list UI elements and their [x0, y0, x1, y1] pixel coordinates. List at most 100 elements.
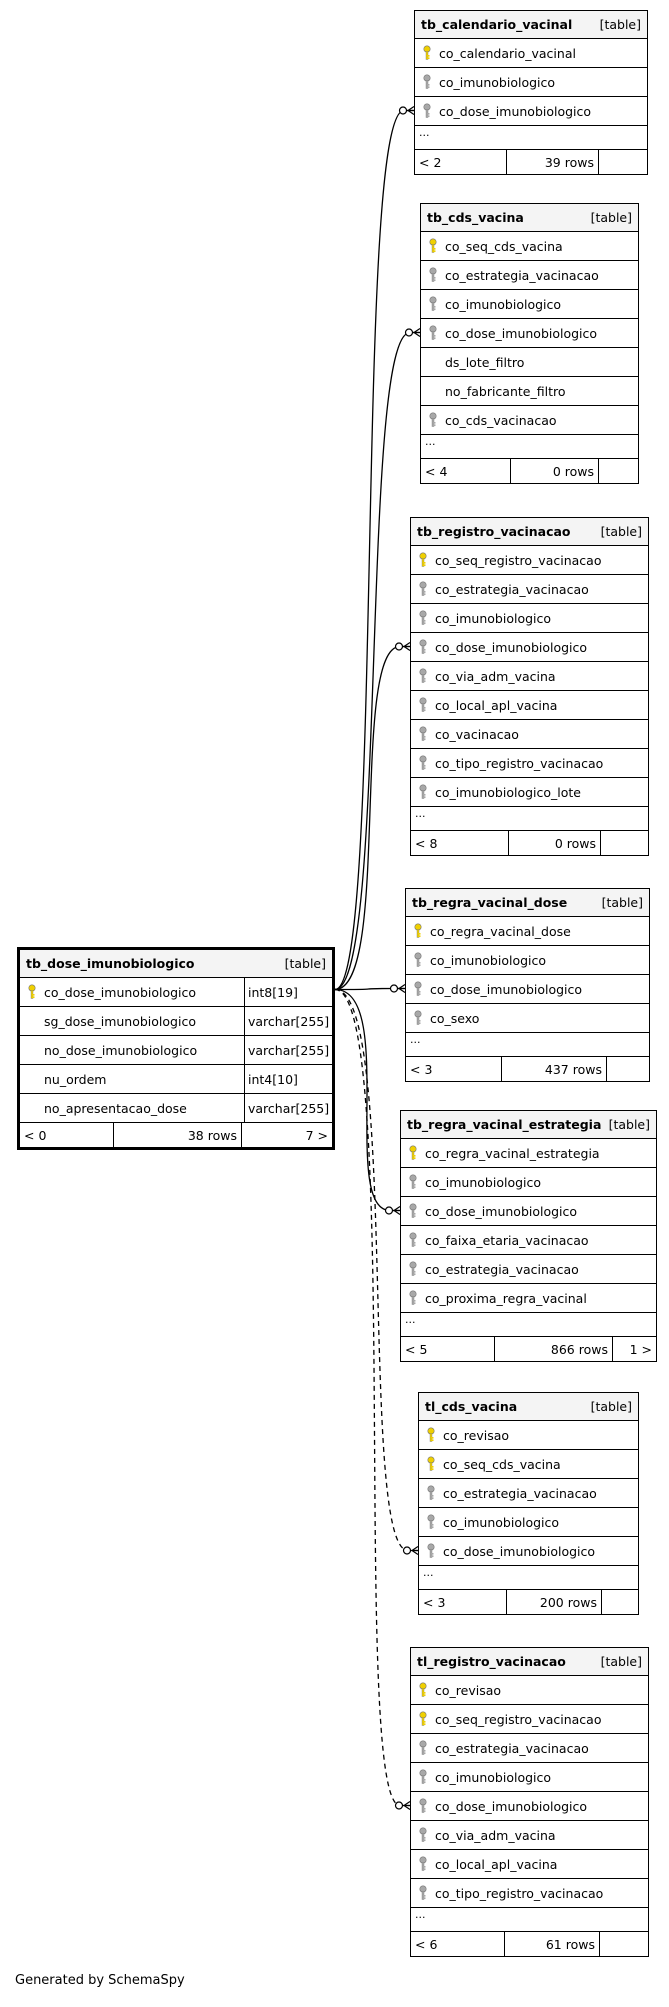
- fk-key-icon: [406, 1010, 430, 1026]
- column-row[interactable]: co_regra_vacinal_estrategia: [401, 1139, 656, 1168]
- column-row[interactable]: co_dose_imunobiologico: [401, 1197, 656, 1226]
- column-row[interactable]: co_estrategia_vacinacao: [411, 575, 648, 604]
- row-count: 38 rows: [114, 1123, 242, 1147]
- table-name[interactable]: tb_registro_vacinacao: [417, 524, 571, 539]
- fk-key-icon: [406, 981, 430, 997]
- column-row[interactable]: co_via_adm_vacina: [411, 662, 648, 691]
- parent-count[interactable]: < 8: [411, 831, 509, 855]
- parent-count[interactable]: < 2: [415, 150, 507, 174]
- column-row[interactable]: co_seq_cds_vacina: [421, 232, 638, 261]
- child-count[interactable]: [602, 1590, 638, 1614]
- column-row[interactable]: no_fabricante_filtro: [421, 377, 638, 406]
- crows-foot-marker: [403, 642, 411, 651]
- column-row[interactable]: co_revisao: [411, 1676, 648, 1705]
- column-row[interactable]: co_dose_imunobiologico: [421, 319, 638, 348]
- child-count[interactable]: 7 >: [305, 1127, 328, 1143]
- column-row[interactable]: co_dose_imunobiologico: [419, 1537, 638, 1566]
- column-row[interactable]: co_imunobiologico: [419, 1508, 638, 1537]
- column-row[interactable]: co_seq_registro_vacinacao: [411, 1705, 648, 1734]
- column-row[interactable]: co_imunobiologico: [406, 946, 649, 975]
- column-row[interactable]: co_seq_registro_vacinacao: [411, 546, 648, 575]
- column-row[interactable]: co_imunobiologico: [411, 1763, 648, 1792]
- table-tb-registro-vacinacao[interactable]: tb_registro_vacinacao[table]co_seq_regis…: [410, 517, 649, 856]
- column-row[interactable]: co_estrategia_vacinacao: [421, 261, 638, 290]
- column-row[interactable]: co_faixa_etaria_vacinacao: [401, 1226, 656, 1255]
- column-row[interactable]: co_tipo_registro_vacinacao: [411, 749, 648, 778]
- column-row[interactable]: co_vacinacao: [411, 720, 648, 749]
- row-count: 0 rows: [511, 459, 599, 483]
- column-row[interactable]: ds_lote_filtro: [421, 348, 638, 377]
- row-count: 866 rows: [495, 1337, 613, 1361]
- table-tb-dose-imunobiologico[interactable]: tb_dose_imunobiologico[table]co_dose_imu…: [17, 947, 335, 1150]
- column-row[interactable]: co_estrategia_vacinacao: [419, 1479, 638, 1508]
- child-count[interactable]: [600, 1932, 648, 1956]
- column-row[interactable]: co_local_apl_vacina: [411, 1850, 648, 1879]
- column-row[interactable]: co_estrategia_vacinacao: [401, 1255, 656, 1284]
- fk-key-icon: [419, 1485, 443, 1501]
- column-row[interactable]: co_calendario_vacinal: [415, 39, 647, 68]
- column-row[interactable]: co_local_apl_vacina: [411, 691, 648, 720]
- table-name[interactable]: tb_regra_vacinal_estrategia: [407, 1117, 602, 1132]
- table-name[interactable]: tb_cds_vacina: [427, 210, 524, 225]
- column-row[interactable]: co_estrategia_vacinacao: [411, 1734, 648, 1763]
- table-name[interactable]: tl_cds_vacina: [425, 1399, 518, 1414]
- table-tb-regra-vacinal-dose[interactable]: tb_regra_vacinal_dose [table] co_regra_vac…: [405, 888, 650, 1082]
- column-row[interactable]: co_dose_imunobiologico: [415, 97, 647, 126]
- column-row[interactable]: co_dose_imunobiologico: [411, 633, 648, 662]
- table-type: [table]: [601, 895, 643, 910]
- parent-count[interactable]: < 3: [419, 1590, 507, 1614]
- child-count[interactable]: [599, 150, 647, 174]
- table-name[interactable]: tb_regra_vacinal_dose: [412, 895, 568, 910]
- column-name: co_dose_imunobiologico: [439, 103, 592, 119]
- child-count[interactable]: [601, 831, 648, 855]
- column-row[interactable]: co_seq_cds_vacina: [419, 1450, 638, 1479]
- fk-key-icon: [401, 1232, 425, 1248]
- table-tb-regra-vacinal-estrategia[interactable]: tb_regra_vacinal_estrategia[table]co_reg…: [400, 1110, 657, 1362]
- parent-count[interactable]: < 6: [411, 1932, 505, 1956]
- fk-key-icon: [411, 1856, 435, 1872]
- column-row[interactable]: co_imunobiologico: [415, 68, 647, 97]
- child-count[interactable]: 1 >: [629, 1341, 652, 1357]
- column-row[interactable]: co_via_adm_vacina: [411, 1821, 648, 1850]
- fk-key-icon: [411, 755, 435, 771]
- child-count[interactable]: [599, 459, 638, 483]
- column-row[interactable]: co_imunobiologico: [411, 604, 648, 633]
- more-columns-ellipsis: ...: [406, 1033, 649, 1057]
- table-name[interactable]: tb_calendario_vacinal: [421, 17, 573, 32]
- column-row[interactable]: co_cds_vacinacao: [421, 406, 638, 435]
- column-row[interactable]: co_imunobiologico: [421, 290, 638, 319]
- child-count[interactable]: [607, 1057, 649, 1081]
- column-row[interactable]: co_imunobiologico: [401, 1168, 656, 1197]
- column-row[interactable]: co_dose_imunobiologico: [411, 1792, 648, 1821]
- column-row[interactable]: co_dose_imunobiologico: [406, 975, 649, 1004]
- column-row[interactable]: co_imunobiologico_lote: [411, 778, 648, 807]
- parent-count[interactable]: < 3: [406, 1057, 502, 1081]
- column-row[interactable]: co_revisao: [419, 1421, 638, 1450]
- column-name: co_regra_vacinal_dose: [430, 923, 571, 939]
- relationship-tb-regra-vacinal-dose: [334, 987, 405, 991]
- table-tb-calendario-vacinal[interactable]: tb_calendario_vacinal[table]co_calendari…: [414, 10, 648, 175]
- column-row[interactable]: co_sexo: [406, 1004, 649, 1033]
- table-header: tb_dose_imunobiologico[table]: [20, 950, 332, 978]
- column-name: co_imunobiologico: [443, 1514, 560, 1530]
- parent-count[interactable]: < 4: [421, 459, 511, 483]
- column-row[interactable]: co_regra_vacinal_dose: [406, 917, 649, 946]
- parent-count[interactable]: < 5: [401, 1337, 495, 1361]
- column-row[interactable]: co_tipo_registro_vacinacao: [411, 1879, 648, 1908]
- optional-ring-marker: [404, 328, 414, 337]
- table-name[interactable]: tb_dose_imunobiologico: [26, 956, 195, 971]
- table-name[interactable]: tl_registro_vacinacao: [417, 1654, 566, 1669]
- column-row[interactable]: co_proxima_regra_vacinal: [401, 1284, 656, 1313]
- column-name: co_dose_imunobiologico: [445, 325, 598, 341]
- parent-count[interactable]: < 0: [20, 1123, 114, 1147]
